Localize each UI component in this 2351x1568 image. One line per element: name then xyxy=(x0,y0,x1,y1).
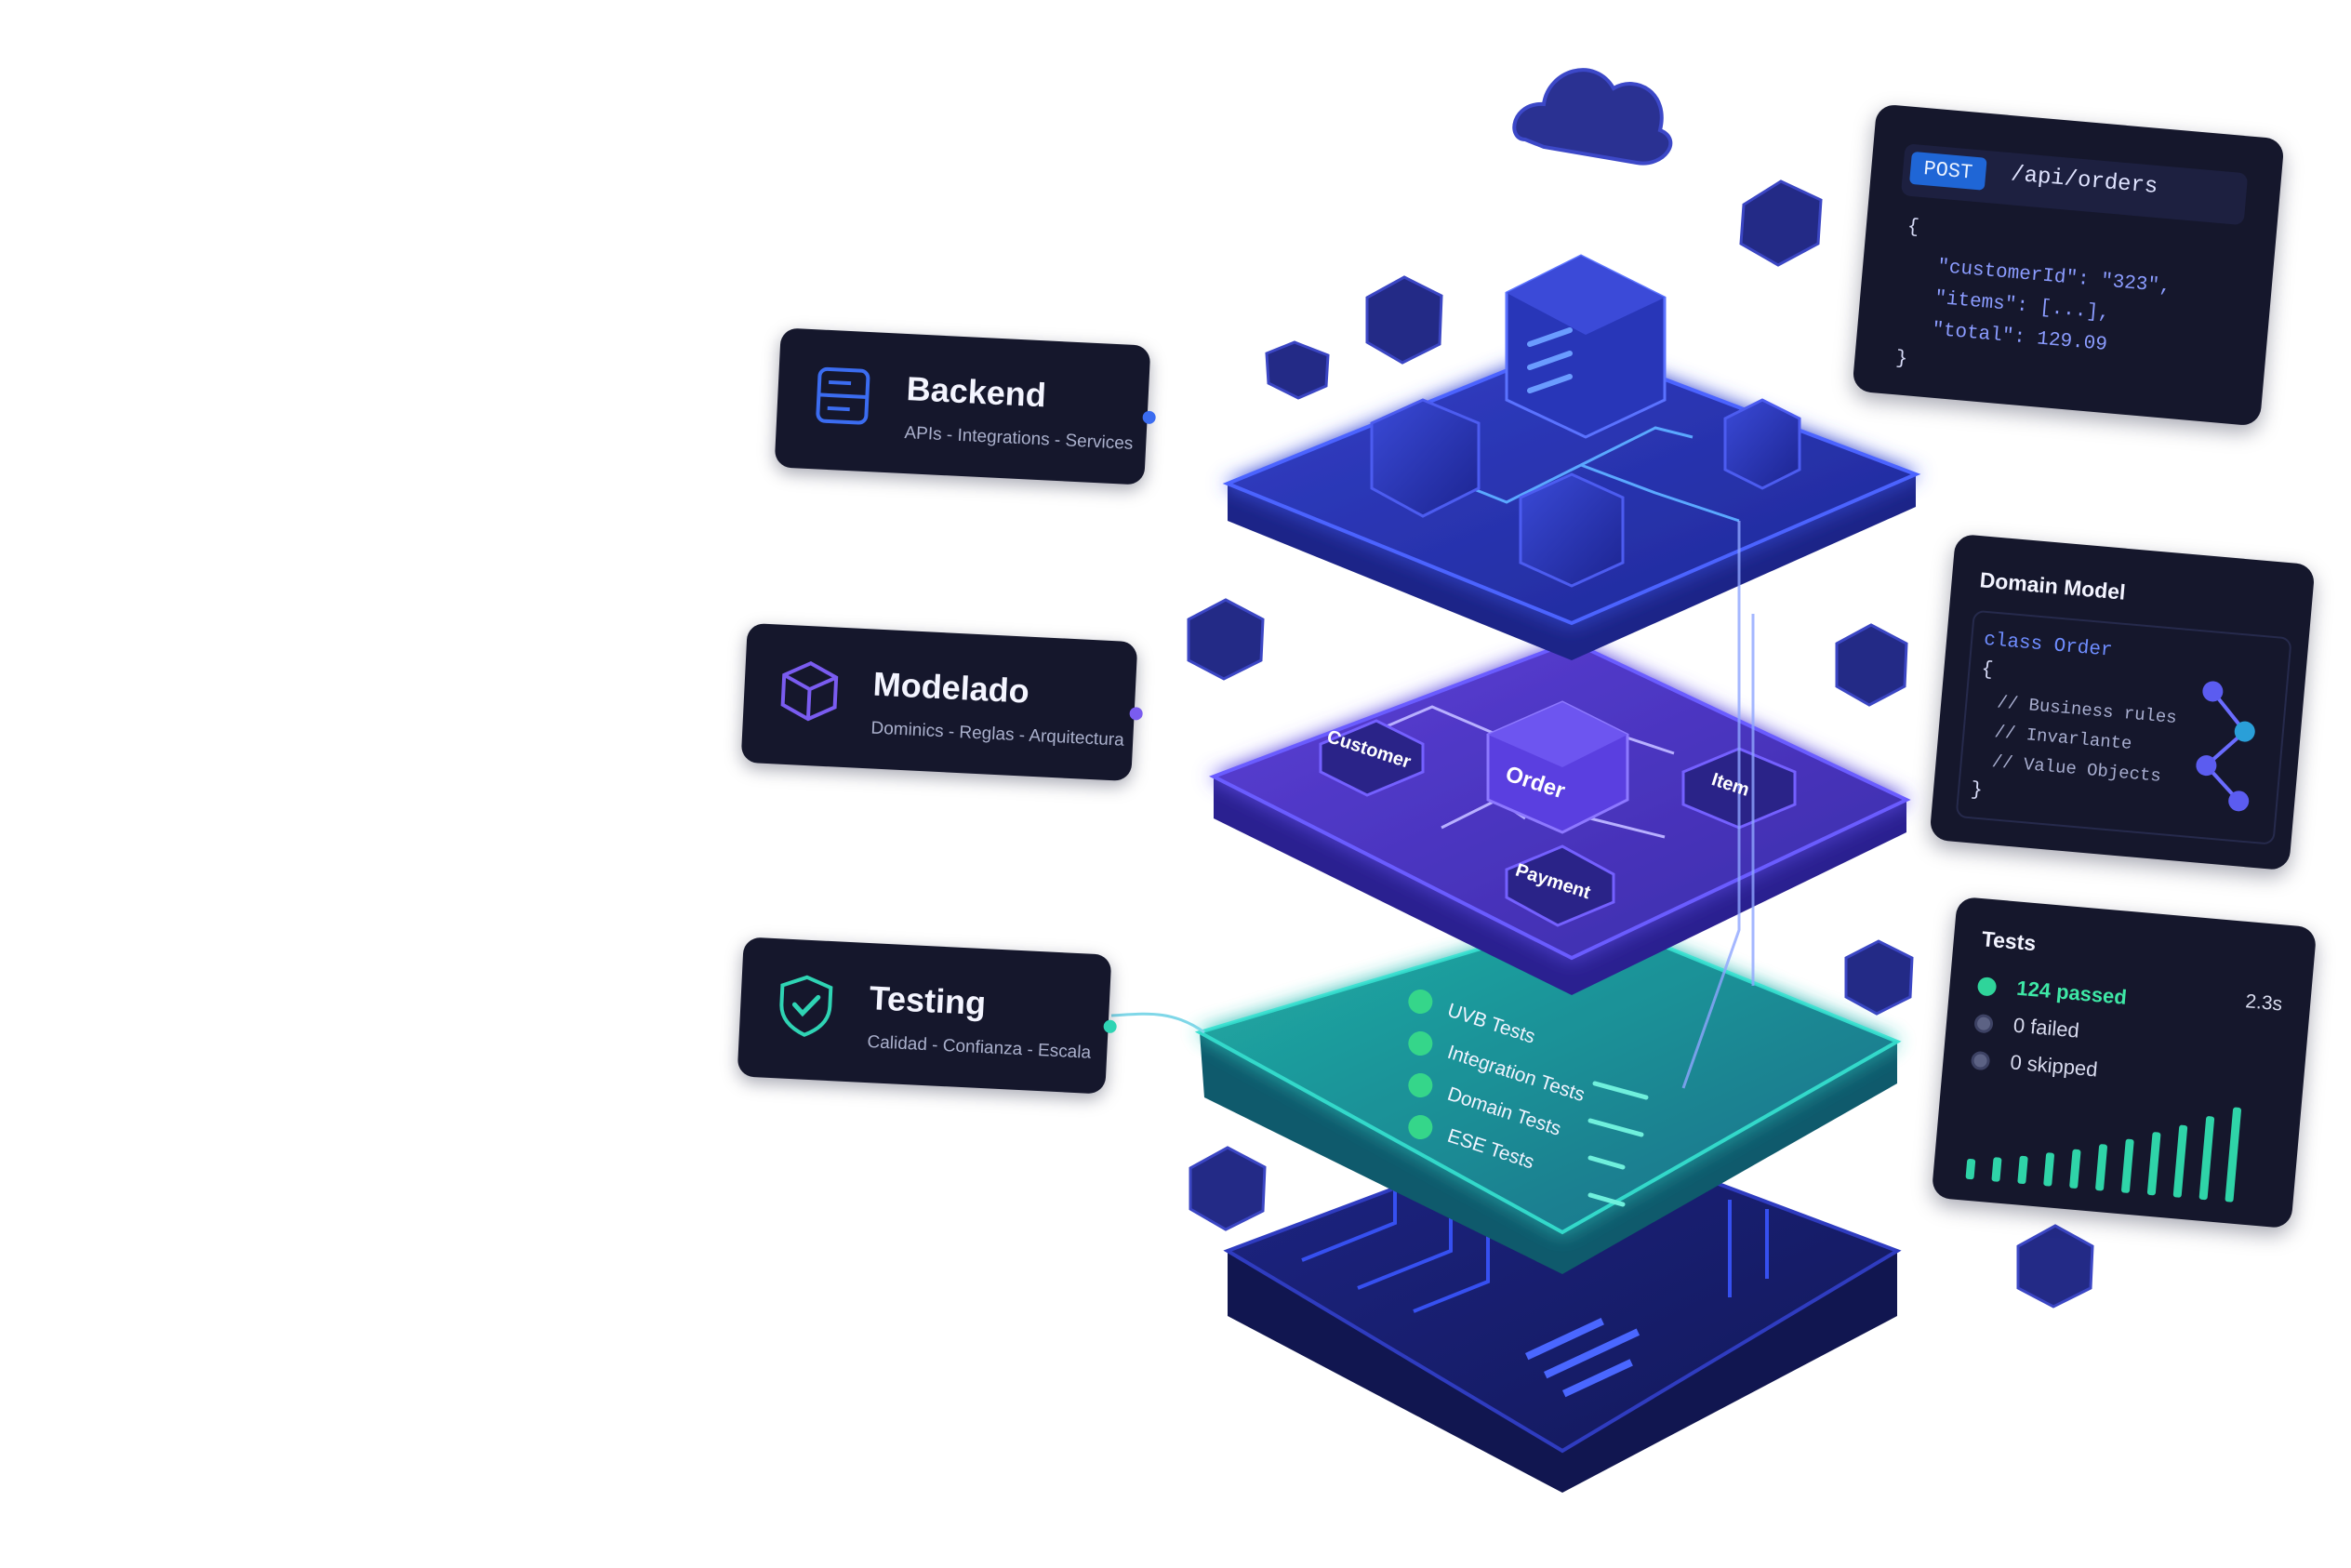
status-dot-icon xyxy=(1973,1014,1994,1034)
testing-card: Testing Calidad - Confianza - Escala xyxy=(737,937,1117,1095)
cloud-icon xyxy=(1512,68,1673,166)
modelado-subtitle: Dominics - Reglas - Arquitectura xyxy=(870,718,1125,751)
failed-row: 0 failed xyxy=(1973,1010,2080,1043)
code-line: { xyxy=(1906,216,1920,239)
code-line: "items": [...], xyxy=(1933,287,2111,326)
status-dot-icon xyxy=(1970,1050,1991,1071)
code-line: } xyxy=(1970,779,1984,803)
panel-title: Tests xyxy=(1980,926,2038,956)
test-duration: 2.3s xyxy=(2244,990,2284,1016)
modelado-card: Modelado Dominics - Reglas - Arquitectur… xyxy=(740,622,1143,782)
base-layer xyxy=(1223,1123,1902,1493)
graph-icon xyxy=(2196,681,2255,812)
code-line: "total": 129.09 xyxy=(1931,319,2108,356)
testing-layer xyxy=(1194,913,1902,1274)
shield-check-icon xyxy=(779,975,833,1037)
backend-title: Backend xyxy=(905,369,1047,415)
testing-subtitle: Calidad - Confianza - Escala xyxy=(867,1032,1092,1063)
backend-card: Backend APIs - Integrations - Services xyxy=(774,327,1156,485)
model-layer xyxy=(1209,639,1911,995)
check-icon xyxy=(1976,977,1998,997)
http-method-badge: POST xyxy=(1908,151,1987,191)
api-request-panel: POST /api/orders { "customerId": "323", … xyxy=(1852,103,2285,427)
domain-model-panel: Domain Model class Order { // Business r… xyxy=(1929,533,2316,871)
testing-title: Testing xyxy=(868,978,988,1023)
test-trend-bars xyxy=(1965,1107,2241,1203)
modelado-title: Modelado xyxy=(871,664,1030,711)
backend-layer xyxy=(1222,254,1921,660)
code-line: { xyxy=(1980,658,1995,682)
panel-title: Domain Model xyxy=(1978,567,2127,605)
passed-row: 124 passed xyxy=(1976,973,2128,1010)
floating-cubes xyxy=(1187,179,2094,1309)
tests-panel: Tests 2.3s 124 passed 0 failed 0 skipped xyxy=(1931,896,2318,1229)
backend-subtitle: APIs - Integrations - Services xyxy=(904,422,1134,454)
code-line: } xyxy=(1894,348,1909,371)
cube-icon xyxy=(780,660,839,722)
server-icon xyxy=(816,366,870,425)
